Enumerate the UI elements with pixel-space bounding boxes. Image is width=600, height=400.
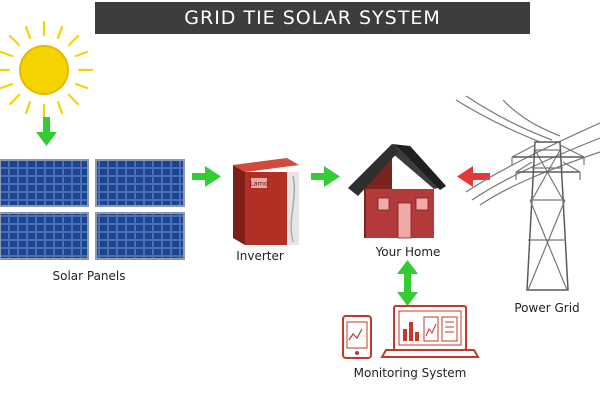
inverter-label: Inverter — [236, 249, 284, 263]
arrow-sun-to-panels — [36, 117, 57, 146]
arrow-panels-to-inverter — [192, 166, 221, 187]
inverter-brand: Lamo — [250, 180, 268, 188]
inverter-icon: Lamo — [233, 158, 299, 245]
solar-panels-label: Solar Panels — [52, 269, 126, 283]
sun-icon — [0, 20, 94, 120]
arrow-inverter-to-home — [311, 166, 340, 187]
arrow-grid-to-home — [457, 166, 490, 187]
tablet-icon — [342, 315, 372, 359]
laptop-icon — [380, 305, 480, 358]
home-label: Your Home — [375, 245, 441, 259]
arrow-home-monitoring — [397, 260, 418, 306]
power-tower-icon — [455, 95, 600, 291]
house-icon — [348, 144, 446, 239]
power-grid-label: Power Grid — [514, 301, 580, 315]
monitoring-label: Monitoring System — [353, 366, 467, 380]
diagram-title: GRID TIE SOLAR SYSTEM — [95, 2, 530, 34]
solar-panel-icon — [0, 159, 185, 260]
